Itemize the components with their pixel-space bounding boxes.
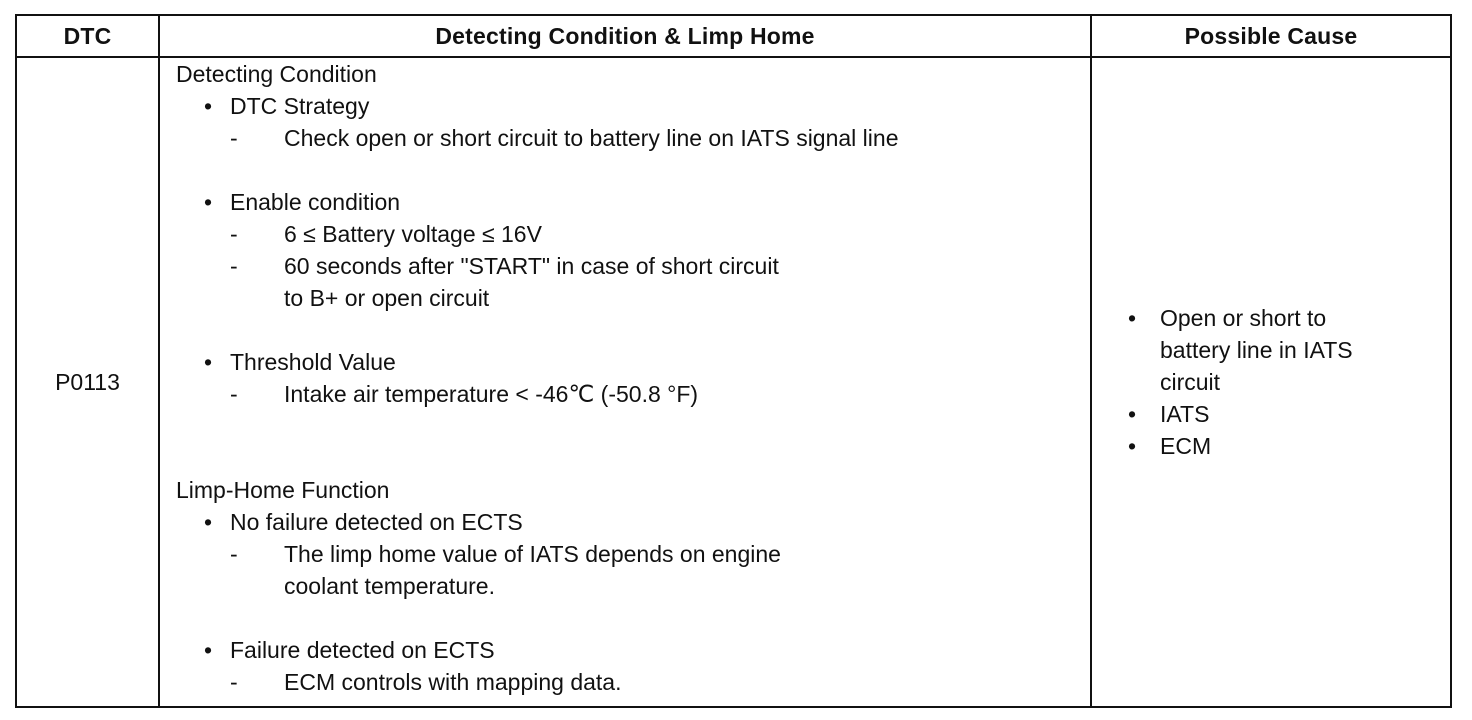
- dash-icon: -: [230, 253, 238, 279]
- detecting-condition-cell: Detecting Condition • DTC Strategy - Che…: [158, 56, 1092, 708]
- possible-cause-cell: • Open or short to battery line in IATS …: [1090, 56, 1452, 708]
- bullet-icon: •: [204, 509, 213, 535]
- header-possible-cause: Possible Cause: [1090, 14, 1452, 58]
- dash-icon: -: [230, 541, 238, 567]
- bullet-icon: •: [204, 637, 213, 663]
- dtc-code: P0113: [15, 56, 160, 708]
- limp-home-title: Limp-Home Function: [176, 477, 390, 503]
- dash-icon: -: [230, 669, 238, 695]
- bullet-icon: •: [1128, 305, 1137, 331]
- bullet-icon: •: [204, 93, 213, 119]
- list-item: • IATS: [1128, 398, 1450, 430]
- no-failure-label: No failure detected on ECTS: [230, 509, 523, 535]
- cause-line: IATS: [1160, 401, 1210, 427]
- failure-item: ECM controls with mapping data.: [284, 669, 622, 695]
- enable-condition-item: to B+ or open circuit: [284, 285, 490, 311]
- dash-icon: -: [230, 125, 238, 151]
- cause-line: battery line in IATS: [1160, 337, 1353, 363]
- detecting-condition-title: Detecting Condition: [176, 61, 377, 87]
- header-dtc: DTC: [15, 14, 160, 58]
- dash-icon: -: [230, 381, 238, 407]
- list-item: • Open or short to battery line in IATS …: [1128, 302, 1450, 398]
- list-item: • ECM: [1128, 430, 1450, 462]
- cause-line: circuit: [1160, 369, 1221, 395]
- cause-line: Open or short to: [1160, 305, 1327, 331]
- table-header-row: DTC Detecting Condition & Limp Home Poss…: [15, 14, 1452, 58]
- table-row: P0113 Detecting Condition • DTC Strategy…: [15, 56, 1452, 708]
- dtc-table: DTC Detecting Condition & Limp Home Poss…: [15, 14, 1452, 708]
- dtc-document: DTC Detecting Condition & Limp Home Poss…: [15, 14, 1452, 708]
- possible-cause-list: • Open or short to battery line in IATS …: [1092, 302, 1450, 462]
- enable-condition-label: Enable condition: [230, 189, 401, 215]
- dtc-strategy-label: DTC Strategy: [230, 93, 370, 119]
- bullet-icon: •: [1128, 433, 1137, 459]
- no-failure-item: The limp home value of IATS depends on e…: [284, 541, 781, 567]
- no-failure-item: coolant temperature.: [284, 573, 495, 599]
- header-detecting-condition: Detecting Condition & Limp Home: [158, 14, 1092, 58]
- dtc-strategy-item: Check open or short circuit to battery l…: [284, 125, 899, 151]
- bullet-icon: •: [204, 349, 213, 375]
- bullet-icon: •: [204, 189, 213, 215]
- threshold-value-label: Threshold Value: [230, 349, 396, 375]
- threshold-value-item: Intake air temperature < -46℃ (-50.8 °F): [284, 381, 699, 407]
- enable-condition-item: 60 seconds after "START" in case of shor…: [284, 253, 779, 279]
- enable-condition-item: 6 ≤ Battery voltage ≤ 16V: [284, 221, 542, 247]
- bullet-icon: •: [1128, 401, 1137, 427]
- cause-line: ECM: [1160, 433, 1212, 459]
- dash-icon: -: [230, 221, 238, 247]
- failure-label: Failure detected on ECTS: [230, 637, 495, 663]
